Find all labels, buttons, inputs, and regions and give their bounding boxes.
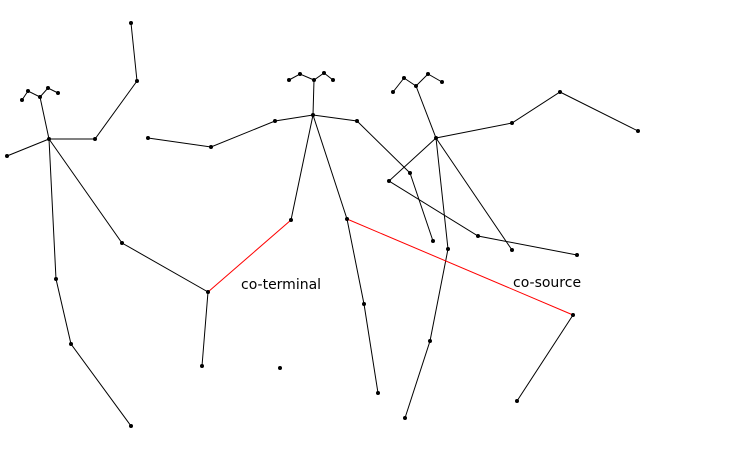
middle-figure-shoulders-bone (147, 114, 411, 174)
right-figure-arm-left-bone (388, 137, 578, 256)
bones-layer (6, 22, 639, 427)
joint-dot (46, 86, 50, 90)
co-terminal-label: co-terminal (241, 277, 321, 293)
joint-dot (428, 339, 432, 343)
joint-dot (47, 137, 51, 141)
joint-dot (273, 119, 277, 123)
middle-figure-arm-right-bone (409, 172, 434, 242)
joint-dot (20, 98, 24, 102)
joint-dot (120, 241, 124, 245)
joint-dot (571, 313, 575, 317)
joint-dot (38, 95, 42, 99)
joint-dot (287, 78, 291, 82)
joint-dot (135, 79, 139, 83)
joint-dot (331, 78, 335, 82)
right-figure-arm-right-bone (435, 91, 639, 139)
joint-dot (387, 179, 391, 183)
joint-dot (446, 247, 450, 251)
joint-dot (26, 89, 30, 93)
joint-dot (515, 399, 519, 403)
joint-dot (298, 72, 302, 76)
co-terminal-line (207, 219, 292, 293)
joint-dot (69, 342, 73, 346)
right-figure-leg-right-bone (435, 137, 513, 251)
joint-dot (376, 391, 380, 395)
joint-dot (403, 416, 407, 420)
joint-dot (200, 364, 204, 368)
middle-figure-neck-bone (312, 79, 315, 116)
joint-dot (289, 218, 293, 222)
joint-dot (391, 90, 395, 94)
middle-figure-arm-left-bone (290, 114, 314, 221)
joint-dot (322, 71, 326, 75)
joint-dot (476, 234, 480, 238)
relations-layer (207, 218, 574, 316)
joint-dot (146, 136, 150, 140)
right-figure-leg-left-bone (404, 137, 449, 419)
joint-dot (510, 121, 514, 125)
joint-dot (558, 90, 562, 94)
joints-layer (5, 21, 640, 428)
joint-dot (129, 424, 133, 428)
right-figure-leg-back-bone (516, 314, 574, 402)
right-figure-neck-bone (415, 85, 437, 139)
left-figure-neck-bone (39, 96, 50, 140)
joint-dot (362, 302, 366, 306)
joint-dot (5, 154, 9, 158)
left-figure-torso-bone (48, 138, 209, 367)
joint-dot (312, 78, 316, 82)
co-source-line (346, 218, 574, 316)
joint-dot (93, 137, 97, 141)
joint-dot (434, 136, 438, 140)
joint-dot (206, 290, 210, 294)
middle-figure-head-bone (288, 72, 334, 81)
joint-dot (510, 248, 514, 252)
joint-dot (440, 80, 444, 84)
joint-dot (575, 253, 579, 257)
joint-dot (129, 21, 133, 25)
joint-dot (209, 145, 213, 149)
joint-dot (414, 84, 418, 88)
joint-dot (355, 119, 359, 123)
joint-dot (426, 72, 430, 76)
joint-dot (408, 171, 412, 175)
joint-dot (431, 239, 435, 243)
left-figure-leg-bone (48, 138, 132, 427)
joint-dot (311, 113, 315, 117)
left-figure-arm-right-bone (48, 22, 138, 140)
joint-dot (278, 366, 282, 370)
joint-dot (402, 76, 406, 80)
co-source-label: co-source (513, 275, 581, 291)
joint-dot (345, 217, 349, 221)
joint-dot (56, 91, 60, 95)
joint-dot (636, 129, 640, 133)
joint-dot (54, 277, 58, 281)
middle-figure-body-bone (312, 114, 379, 394)
left-figure-arm-left-bone (6, 138, 50, 157)
